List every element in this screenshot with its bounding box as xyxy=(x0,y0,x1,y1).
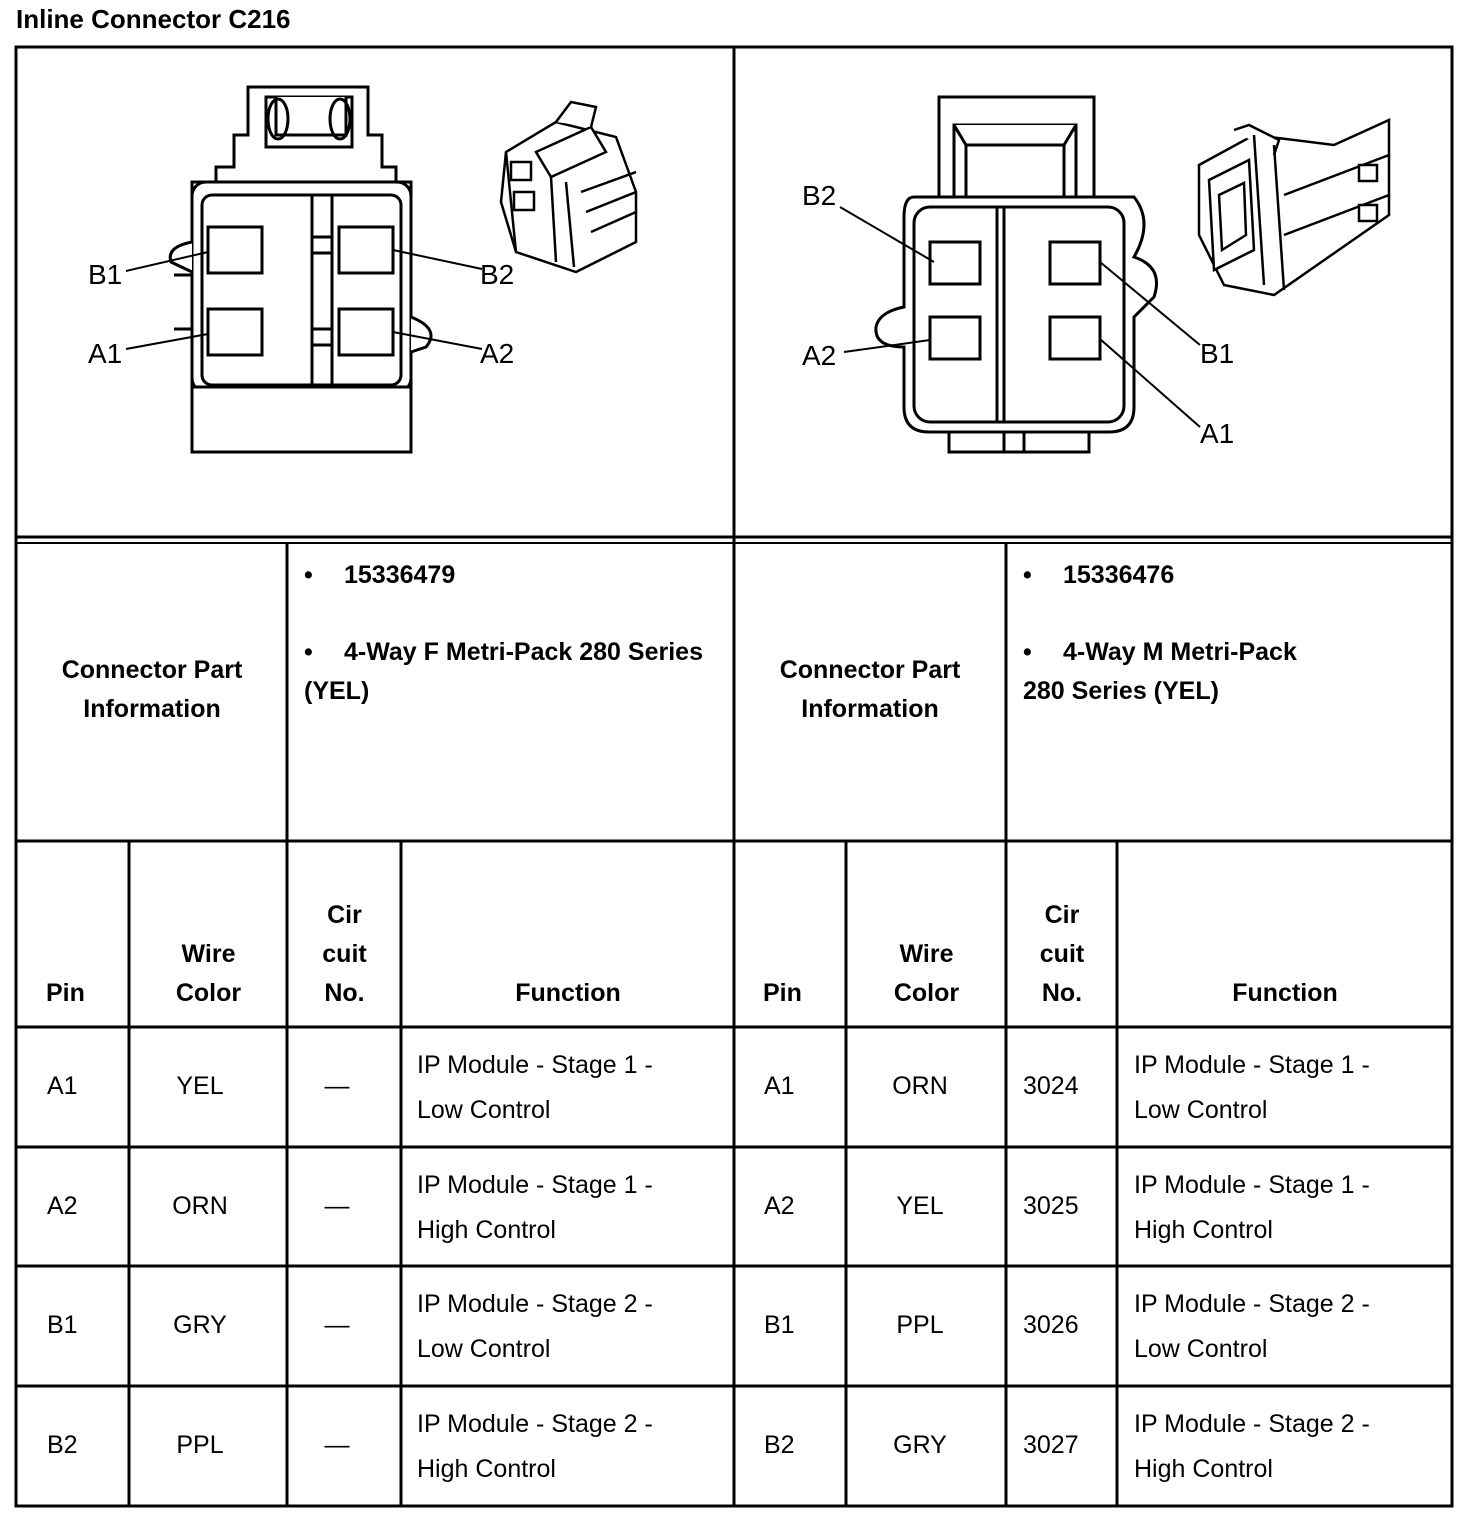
left-pin-labels: B1 A1 B2 A2 xyxy=(88,259,514,369)
left-row-function: IP Module - Stage 2 -High Control xyxy=(417,1410,653,1483)
right-header-function: Function xyxy=(1232,979,1338,1007)
right-row-circuit: 3027 xyxy=(1023,1431,1079,1459)
svg-text:B2: B2 xyxy=(480,259,514,290)
right-row-pin: B2 xyxy=(764,1431,795,1459)
svg-text:A2: A2 xyxy=(480,338,514,369)
left-row-pin: B2 xyxy=(47,1431,78,1459)
left-row-circuit: — xyxy=(324,1192,350,1220)
left-row-wire-color: YEL xyxy=(176,1072,224,1100)
right-row-function: IP Module - Stage 2 -Low Control xyxy=(1134,1290,1370,1363)
right-pin-labels: B2 A2 B1 A1 xyxy=(802,180,1234,449)
left-row-function: IP Module - Stage 1 -Low Control xyxy=(417,1051,653,1124)
right-part-info-label: Connector Part Information xyxy=(779,656,961,723)
left-row-circuit: — xyxy=(324,1431,350,1459)
right-row-circuit: 3025 xyxy=(1023,1192,1079,1220)
left-row-pin: A1 xyxy=(47,1072,78,1100)
left-part-description: •4-Way F Metri-Pack 280 Series (YEL) xyxy=(304,638,703,705)
page-title: Inline Connector C216 xyxy=(16,4,291,34)
left-row-circuit: — xyxy=(324,1072,350,1100)
svg-text:B2: B2 xyxy=(802,180,836,211)
right-row-wire-color: YEL xyxy=(896,1192,944,1220)
right-row-pin: B1 xyxy=(764,1311,795,1339)
right-header-pin: Pin xyxy=(763,979,802,1007)
svg-text:A1: A1 xyxy=(1200,418,1234,449)
svg-text:B1: B1 xyxy=(88,259,122,290)
right-row-function: IP Module - Stage 1 -Low Control xyxy=(1134,1051,1370,1124)
left-row-pin: B1 xyxy=(47,1311,78,1339)
right-part-description: •4-Way M Metri-Pack 280 Series (YEL) xyxy=(1023,638,1297,705)
right-row-wire-color: GRY xyxy=(893,1431,947,1459)
svg-text:B1: B1 xyxy=(1200,338,1234,369)
right-row-function: IP Module - Stage 2 -High Control xyxy=(1134,1410,1370,1483)
svg-text:A1: A1 xyxy=(88,338,122,369)
left-part-number: •15336479 xyxy=(304,561,456,589)
right-row-circuit: 3026 xyxy=(1023,1311,1079,1339)
left-header-pin: Pin xyxy=(46,979,85,1007)
right-row-circuit: 3024 xyxy=(1023,1072,1079,1100)
left-row-function: IP Module - Stage 2 -Low Control xyxy=(417,1290,653,1363)
svg-text:A2: A2 xyxy=(802,340,836,371)
left-header-function: Function xyxy=(515,979,621,1007)
right-row-function: IP Module - Stage 1 -High Control xyxy=(1134,1171,1370,1244)
female-connector-diagram: B1 A1 B2 A2 xyxy=(88,85,638,454)
left-row-wire-color: ORN xyxy=(172,1192,228,1220)
left-row-circuit: — xyxy=(324,1311,350,1339)
left-row-wire-color: PPL xyxy=(176,1431,224,1459)
right-row-pin: A1 xyxy=(764,1072,795,1100)
male-connector-diagram: B2 A2 B1 A1 xyxy=(802,95,1391,454)
left-row-wire-color: GRY xyxy=(173,1311,227,1339)
left-row-function: IP Module - Stage 1 -High Control xyxy=(417,1171,653,1244)
right-part-number: •15336476 xyxy=(1023,561,1175,589)
left-part-info-label: Connector Part Information xyxy=(61,656,243,723)
left-row-pin: A2 xyxy=(47,1192,78,1220)
right-row-wire-color: PPL xyxy=(896,1311,944,1339)
right-row-pin: A2 xyxy=(764,1192,795,1220)
right-row-wire-color: ORN xyxy=(892,1072,948,1100)
